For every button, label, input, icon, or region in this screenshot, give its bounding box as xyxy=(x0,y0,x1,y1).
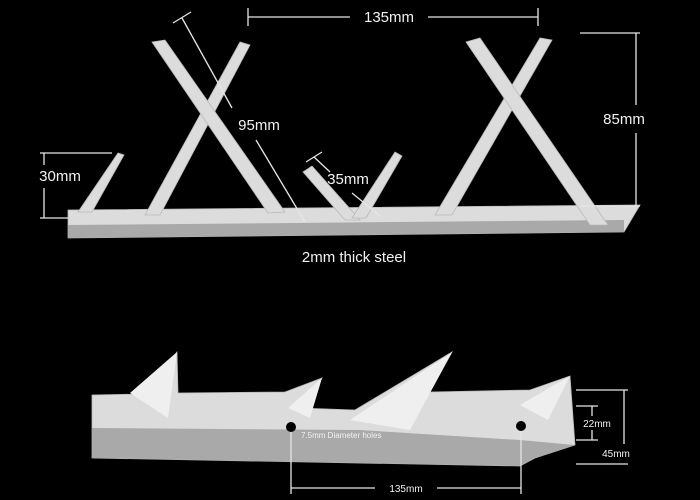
hole-spacing-label: 135mm xyxy=(389,484,422,495)
bottom-plate-fold xyxy=(92,428,575,466)
left-x-spike-back xyxy=(144,41,251,216)
bottom-spike-3 xyxy=(350,352,452,430)
top-spike-strip xyxy=(67,37,641,239)
inner-spike-dimension-label: 35mm xyxy=(327,171,369,188)
diagonal-dimension-label: 95mm xyxy=(238,117,280,134)
left-short-spike xyxy=(77,152,125,213)
short-spike-dimension-label: 30mm xyxy=(39,168,81,185)
hole-diameter-label: 7.5mm Diameter holes xyxy=(301,431,381,440)
bottom-spike-strip xyxy=(91,350,576,467)
middle-spike-left xyxy=(302,165,361,221)
inner-height-label: 22mm xyxy=(583,419,611,430)
bottom-spike-4 xyxy=(520,376,570,420)
top-dimensions xyxy=(40,8,640,223)
width-dimension-label: 135mm xyxy=(364,9,414,26)
left-x-spike-front xyxy=(151,39,286,214)
height-dimension-label: 85mm xyxy=(603,111,645,128)
material-thickness-label: 2mm thick steel xyxy=(302,249,406,266)
top-base-rail-shadow xyxy=(68,220,624,238)
bottom-dimensions xyxy=(290,389,628,494)
middle-spike-right xyxy=(351,151,403,219)
mounting-hole-right xyxy=(516,421,526,431)
outer-height-label: 45mm xyxy=(602,449,630,460)
mounting-hole-left xyxy=(286,422,296,432)
right-x-spike-front xyxy=(465,37,609,226)
bottom-spike-2 xyxy=(288,378,322,418)
bottom-spike-1 xyxy=(130,352,177,418)
